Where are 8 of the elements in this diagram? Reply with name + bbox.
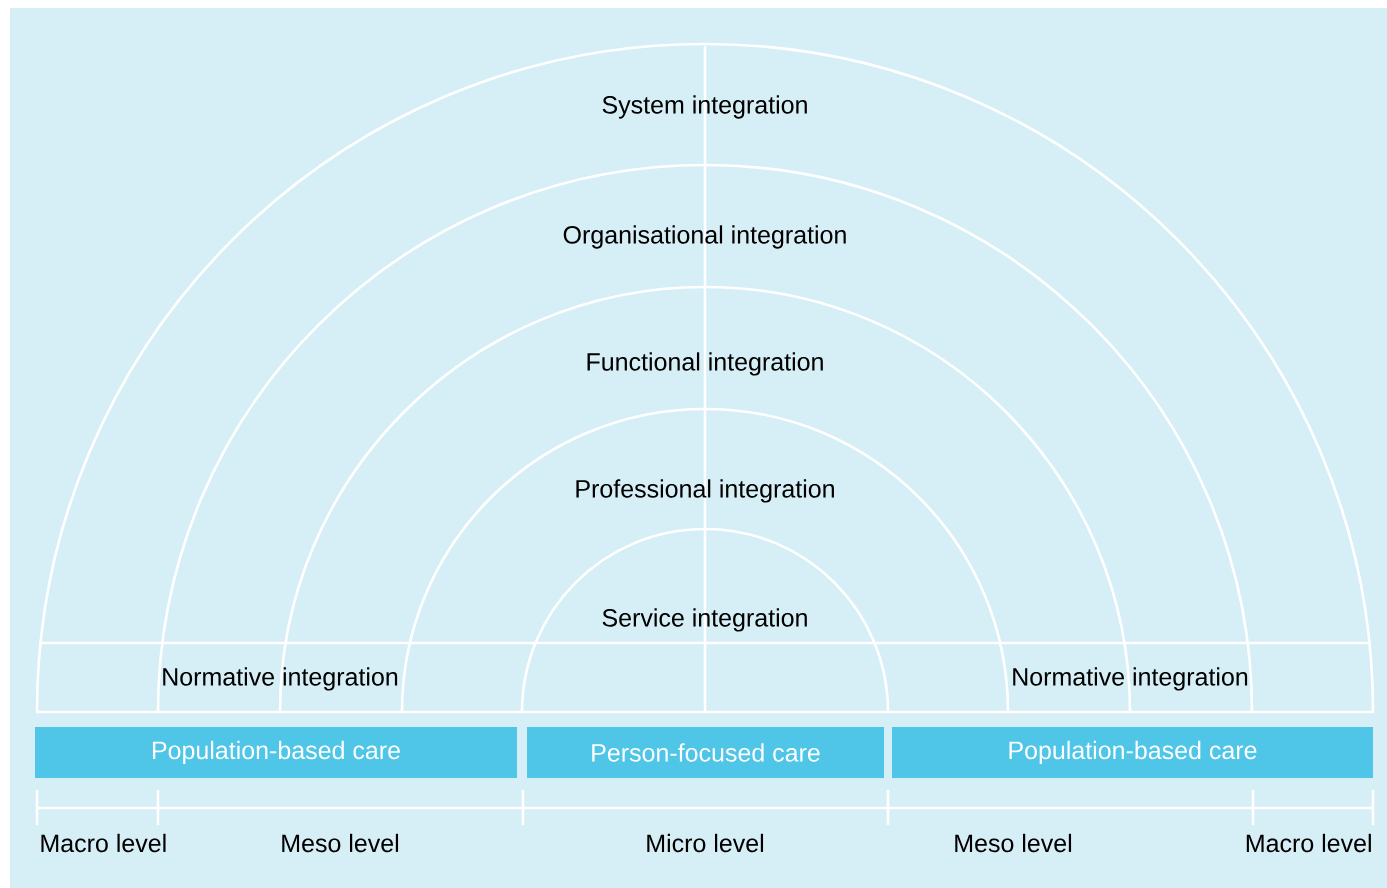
level-label: Macro level — [41, 833, 166, 853]
level-label: Micro level — [647, 833, 764, 853]
care-bar: Population-based care — [35, 727, 517, 778]
care-bar: Population-based care — [892, 727, 1373, 778]
level-label: Macro level — [1246, 833, 1371, 853]
level-label: Meso level — [282, 833, 399, 853]
level-label: Meso level — [955, 833, 1072, 853]
care-bar: Person-focused care — [527, 727, 884, 778]
